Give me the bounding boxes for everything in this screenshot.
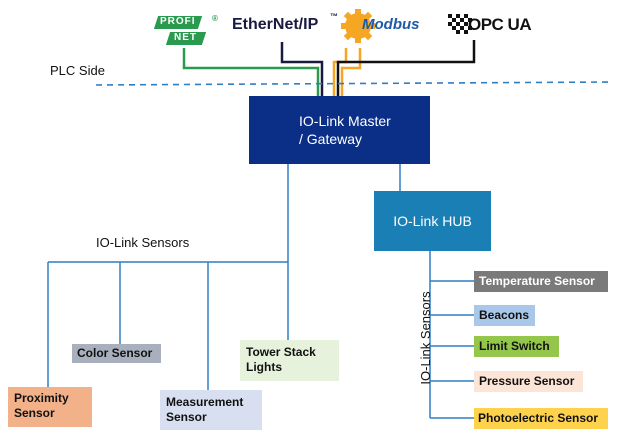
sensor-proximity: Proximity Sensor: [8, 387, 92, 427]
sensor-color-line1: Color Sensor: [77, 346, 153, 360]
profinet-line2: NET: [174, 32, 197, 43]
sensor-beacons: Beacons: [474, 305, 535, 326]
opcua-wordmark: OPC UA: [468, 15, 532, 34]
modbus-gear-icon: [341, 9, 375, 43]
ethernetip-wire: [280, 42, 324, 96]
right-sensors-group-label: IO-Link Sensors: [418, 291, 433, 385]
profinet-wire: [182, 48, 320, 96]
opcua-wire: [336, 40, 476, 96]
sensor-tower-line2: Lights: [246, 360, 282, 374]
modbus-logo: Modbus: [340, 8, 440, 48]
io-link-hub-box: IO-Link HUB: [374, 191, 491, 251]
sensor-proximity-line1: Proximity: [14, 391, 69, 405]
sensor-pressure: Pressure Sensor: [474, 371, 583, 392]
modbus-wire-2: [340, 48, 362, 96]
modbus-wordmark: Modbus: [362, 16, 420, 33]
profinet-logo: PROFI NET ®: [153, 14, 222, 48]
io-link-master-box: IO-Link Master / Gateway: [249, 96, 430, 164]
ethernetip-wordmark: EtherNet/IP: [232, 16, 319, 33]
ethernetip-tm: ™: [330, 12, 338, 21]
sensor-measurement: Measurement Sensor: [160, 390, 262, 430]
left-sensors-group-label: IO-Link Sensors: [96, 235, 190, 250]
plc-boundary-line: [95, 81, 613, 86]
master-title-line1: IO-Link Master: [299, 113, 391, 129]
modbus-wire: [332, 48, 348, 96]
sensor-measurement-line2: Sensor: [166, 410, 207, 424]
sensor-tower-line1: Tower Stack: [246, 345, 316, 359]
sensor-limit-switch: Limit Switch: [474, 336, 559, 357]
plc-side-label: PLC Side: [50, 63, 105, 78]
master-title-line2: / Gateway: [299, 131, 363, 147]
sensor-photoelectric: Photoelectric Sensor: [474, 408, 608, 429]
sensor-proximity-line2: Sensor: [14, 406, 55, 420]
profinet-line1: PROFI: [160, 16, 196, 27]
sensor-tower-stack: Tower Stack Lights: [240, 340, 339, 381]
opc-checker-icon: [448, 14, 472, 34]
sensor-measurement-line1: Measurement: [166, 395, 244, 409]
sensor-temperature: Temperature Sensor: [474, 271, 608, 292]
sensor-color: Color Sensor: [72, 344, 161, 363]
profinet-reg-mark: ®: [212, 14, 218, 23]
opcua-logo: OPC UA: [448, 12, 540, 38]
